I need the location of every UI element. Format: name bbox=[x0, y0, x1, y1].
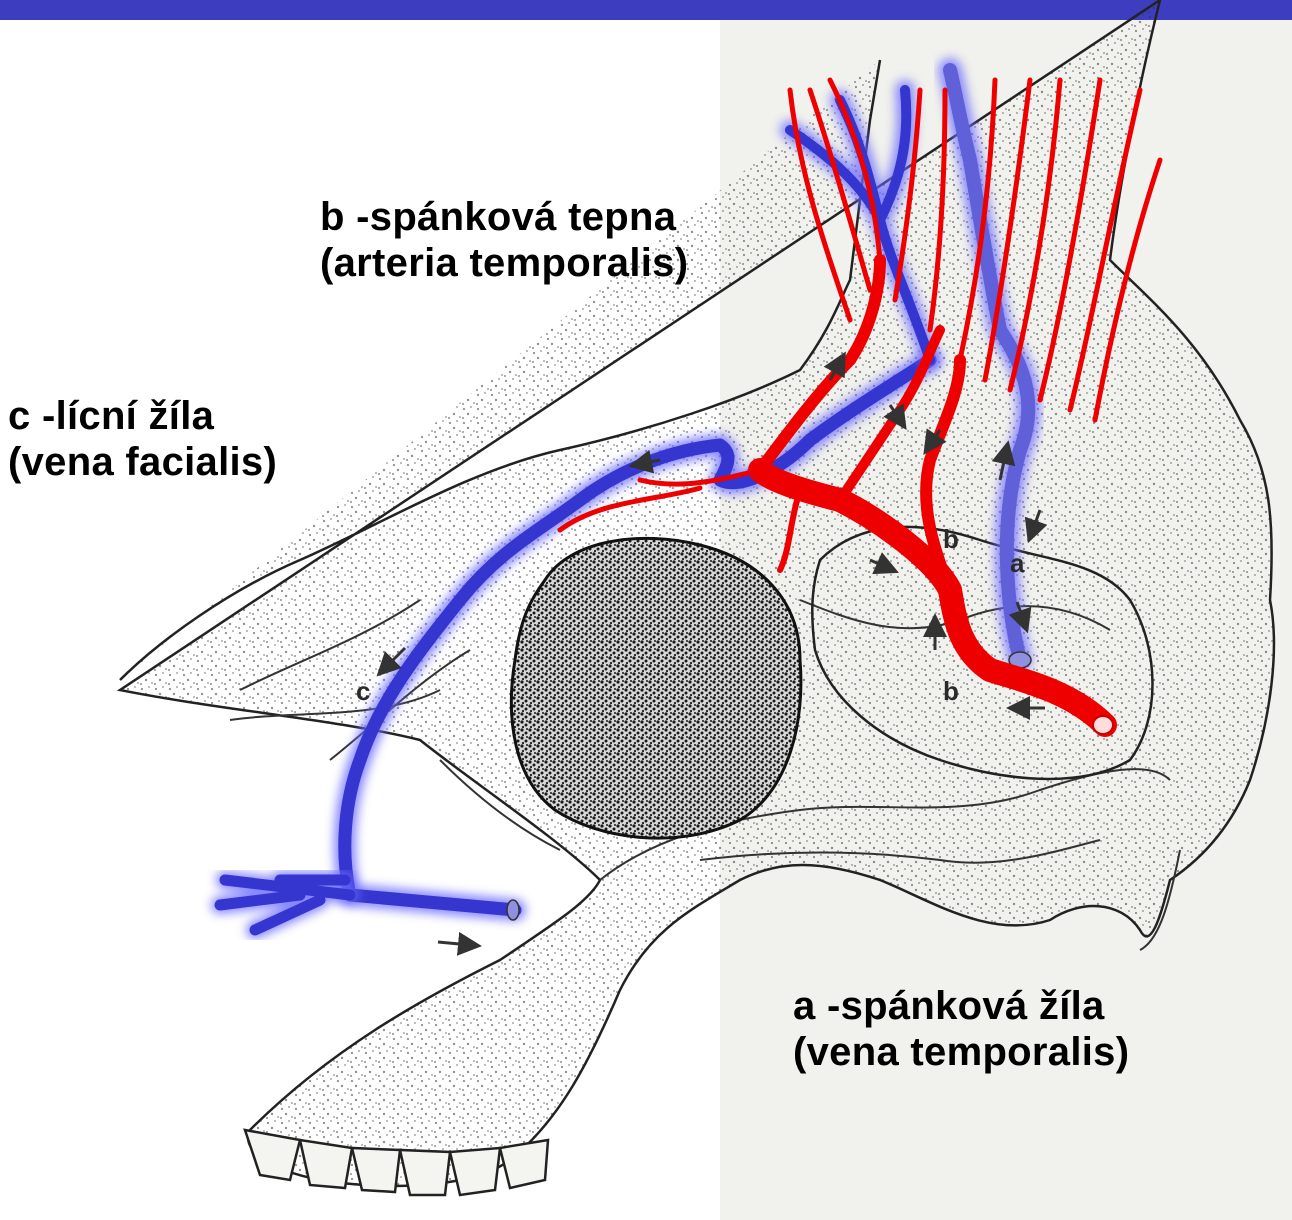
marker-b-lower: b bbox=[943, 676, 959, 706]
marker-a: a bbox=[1010, 548, 1025, 578]
label-c-line2: (vena facialis) bbox=[8, 439, 277, 485]
marker-c: c bbox=[356, 676, 370, 706]
label-a-line1: a -spánková žíla bbox=[793, 983, 1129, 1029]
marker-b-upper: b bbox=[943, 524, 959, 554]
label-b-line2: (arteria temporalis) bbox=[320, 240, 688, 286]
label-a-line2: (vena temporalis) bbox=[793, 1029, 1129, 1075]
label-c-line1: c -lícní žíla bbox=[8, 393, 277, 439]
label-arteria-temporalis: b -spánková tepna (arteria temporalis) bbox=[320, 194, 688, 286]
label-b-line1: b -spánková tepna bbox=[320, 194, 688, 240]
label-vena-facialis: c -lícní žíla (vena facialis) bbox=[8, 393, 277, 485]
orbit-region bbox=[511, 538, 801, 838]
label-vena-temporalis: a -spánková žíla (vena temporalis) bbox=[793, 983, 1129, 1075]
